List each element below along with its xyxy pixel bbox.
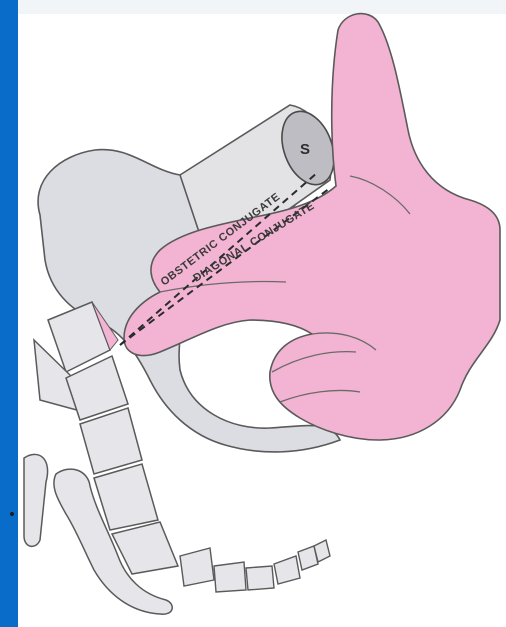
sacrum-segment-4 (80, 408, 142, 474)
coccyx-segment-3 (246, 566, 274, 590)
sacral-promontory-label: S (300, 141, 310, 158)
sacrum-segment-5 (94, 464, 158, 530)
coccyx-segment-1 (180, 548, 214, 586)
coccyx-segment-4 (274, 556, 300, 584)
coccyx-segment-2 (214, 562, 246, 592)
ischium-bone (24, 454, 48, 546)
